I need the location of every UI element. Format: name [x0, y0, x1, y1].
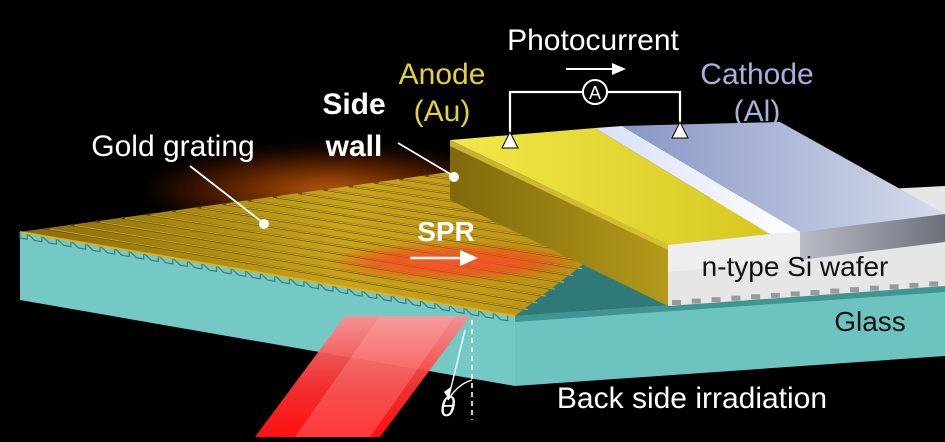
anode-label: Anode: [399, 58, 486, 91]
photocurrent-label: Photocurrent: [507, 24, 679, 57]
incidence-angle: θ: [440, 320, 473, 422]
grating-ridge-highlight: [251, 200, 601, 256]
glass-label: Glass: [834, 306, 906, 337]
side-wall: [450, 140, 668, 306]
cathode-top: [622, 122, 945, 232]
ammeter-symbol: A: [589, 83, 601, 103]
wafer-edge-notch: [770, 292, 780, 298]
wafer-edge-notch: [929, 281, 939, 287]
spr-label: SPR: [417, 216, 475, 247]
cathode-side: [800, 214, 945, 260]
laser-beam: [255, 316, 470, 437]
side-wall-callout-dot: [449, 172, 459, 182]
grating-ridge-highlight: [49, 228, 529, 311]
wafer-edge-notch: [869, 285, 879, 291]
wafer-edge-notch: [790, 291, 800, 297]
back-irradiation-label: Back side irradiation: [557, 382, 827, 415]
anode-material-label: (Au): [414, 95, 471, 128]
spr-arrow-right-icon: [460, 250, 478, 266]
laser-core: [295, 316, 455, 437]
cathode-label: Cathode: [700, 58, 813, 91]
wafer-edge-notch: [889, 284, 899, 290]
grating-ridge-highlight: [74, 224, 538, 304]
cathode-material-label: (Al): [734, 95, 781, 128]
anode-contact-triangle-up-icon: [501, 130, 519, 149]
gold-grating-callout-dot: [259, 219, 269, 229]
grating-sawtooth-path: [19, 231, 516, 322]
angle-arc: [447, 379, 473, 401]
circuit-wire-left: [508, 90, 583, 138]
wafer-edge-notch: [751, 294, 761, 300]
wafer-edge-notch: [672, 300, 681, 305]
gold-grating-callout-line: [189, 165, 263, 223]
grating-front-line: [19, 231, 516, 317]
angle-symbol: θ: [440, 391, 455, 422]
grating-front-edge: [19, 231, 516, 322]
arrow-right-icon: [612, 63, 626, 75]
cathode-contact-triangle-up-icon: [671, 120, 689, 139]
spr-glow: [330, 243, 580, 281]
wafer-edge-notch: [850, 287, 860, 293]
grating-ridge-highlight: [99, 221, 547, 297]
silicon-gap-top: [595, 126, 800, 234]
wafer-edge-notch: [731, 295, 741, 301]
wafer-edge-notch: [909, 282, 919, 288]
wafer-edge-notch: [810, 290, 820, 295]
ntype-wafer-label: n-type Si wafer: [702, 251, 889, 282]
wall-label: wall: [325, 130, 383, 163]
wafer-edge-notch: [711, 297, 721, 303]
ammeter-circuit: A: [501, 63, 689, 149]
wafer-edge-notch: [691, 298, 701, 304]
side-wall-callout-line: [397, 142, 453, 176]
gold-grating-label: Gold grating: [91, 130, 254, 163]
anode-top: [450, 128, 770, 245]
circuit-wire-right: [607, 90, 682, 128]
angle-arrow-icon: [444, 386, 452, 398]
ammeter-icon: [582, 79, 608, 105]
wafer-edge-notch: [830, 288, 840, 294]
wafer-bottom-edge: [672, 281, 939, 305]
side-label: Side: [322, 88, 385, 121]
